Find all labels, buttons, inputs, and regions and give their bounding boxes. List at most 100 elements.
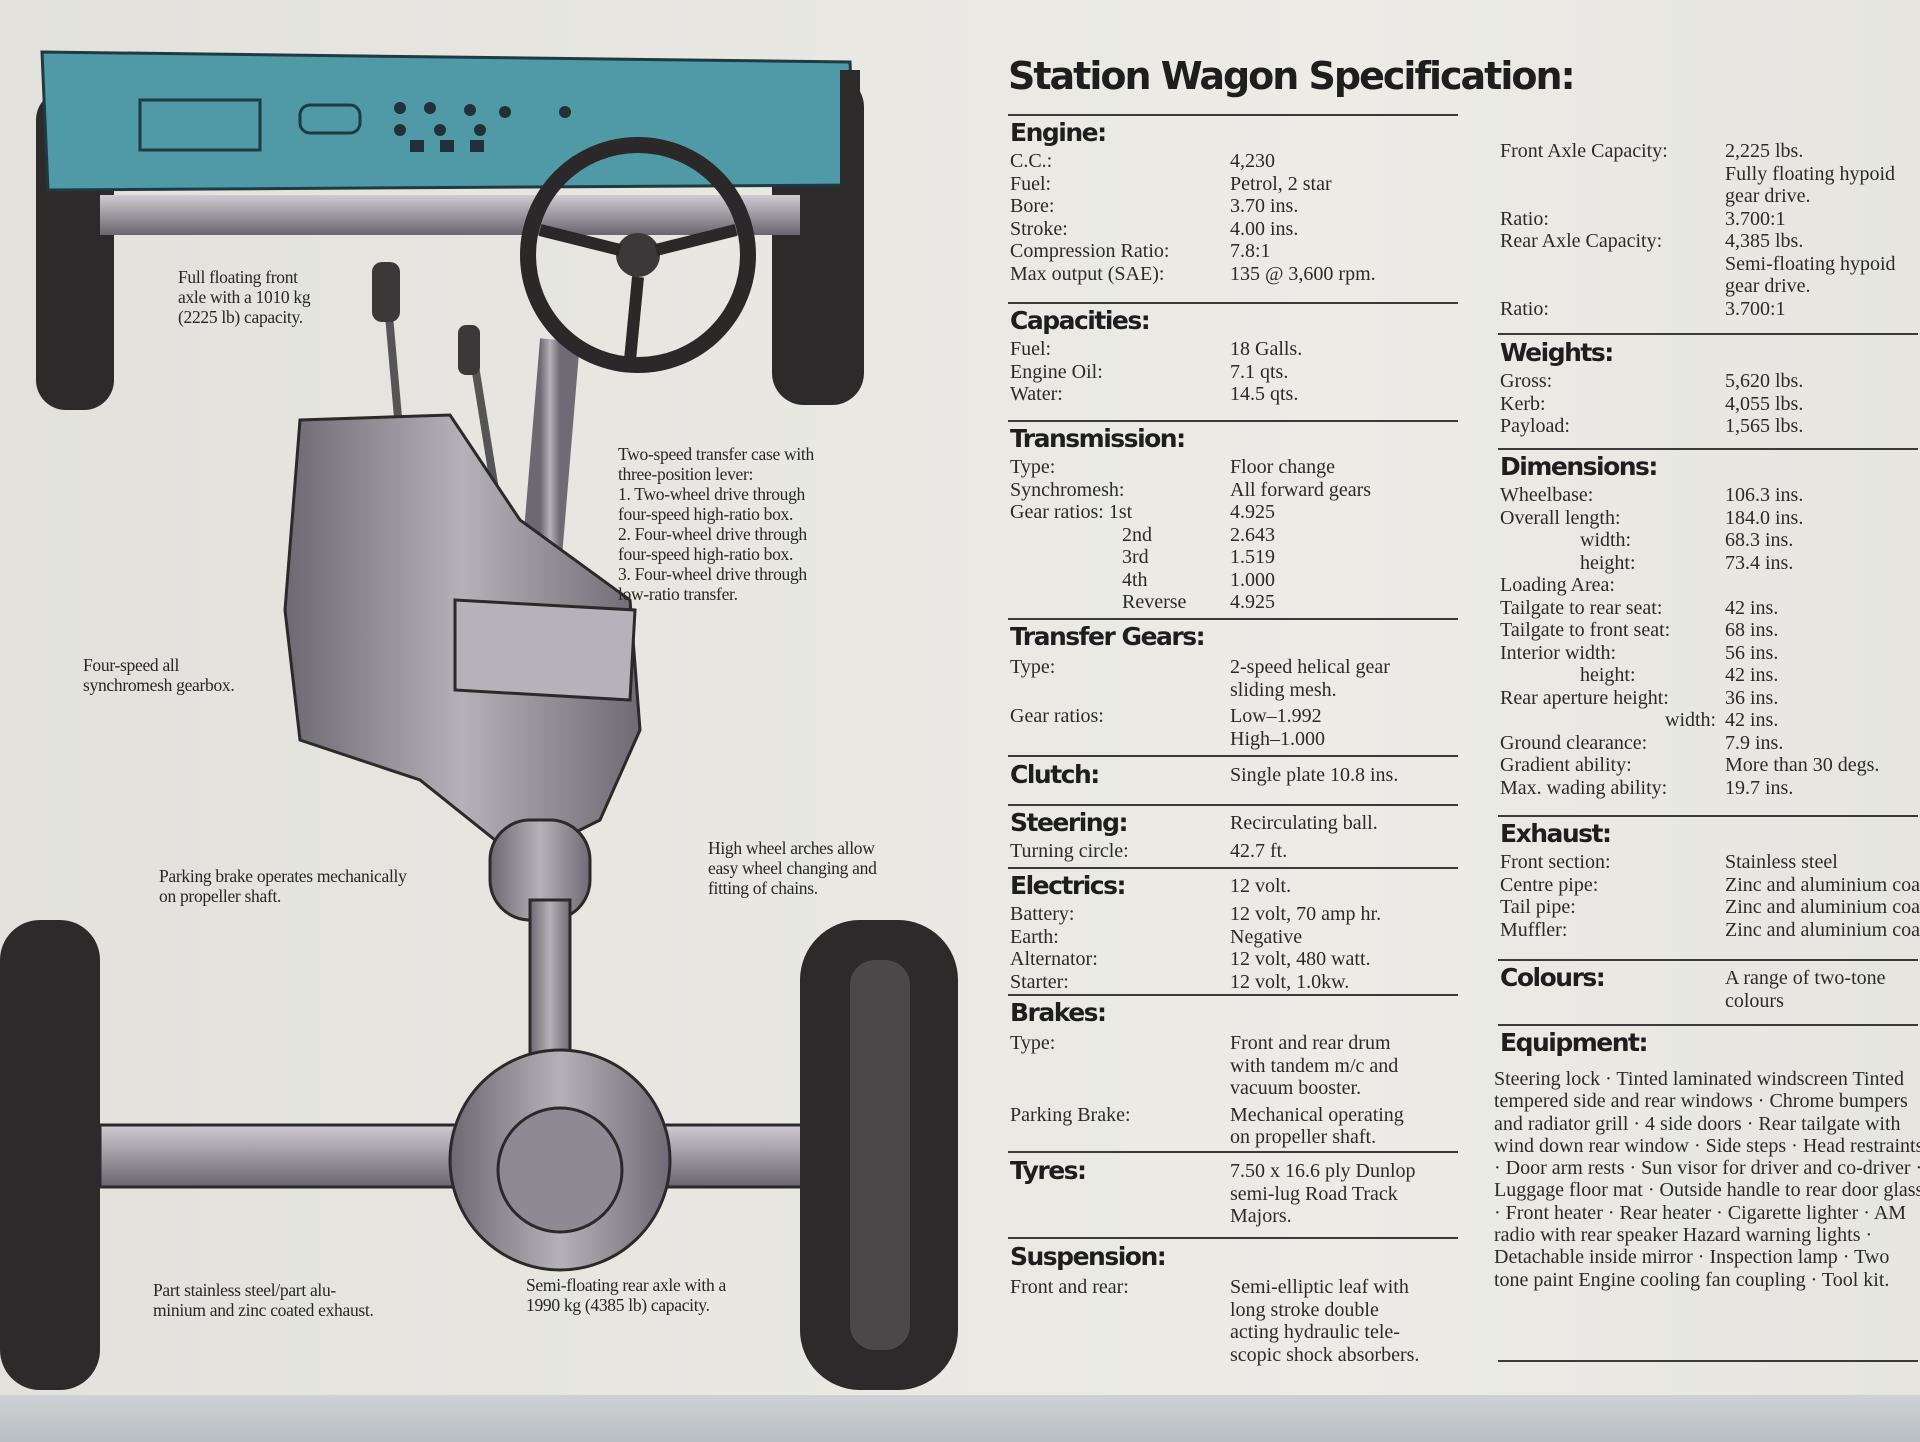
spec-row: Gross:5,620 lbs. [1500, 370, 1920, 393]
spec-value-line: long stroke double [1230, 1298, 1379, 1321]
spec-section: Weights:Gross:5,620 lbs.Kerb:4,055 lbs.P… [1500, 338, 1920, 438]
spec-section: Capacities:Fuel:18 Galls.Engine Oil:7.1 … [1010, 306, 1460, 406]
spec-value: 184.0 ins. [1725, 507, 1803, 530]
caption-line: 1. Two-wheel drive through [618, 484, 805, 504]
steering-wheel [520, 137, 756, 373]
spec-label-text: 3rd [1122, 546, 1149, 568]
spec-section: Front Axle Capacity: 2,225 lbs.Fully floa… [1500, 140, 1920, 320]
spec-label-text: Ratio: [1500, 297, 1549, 320]
spec-label: Centre pipe: [1500, 874, 1920, 897]
spec-value: 68.3 ins. [1725, 529, 1793, 552]
spec-label: Engine Oil: [1010, 361, 1460, 384]
caption-line: synchromesh gearbox. [83, 675, 235, 695]
spec-value-line: All forward gears [1230, 478, 1372, 501]
spec-label: Type: [1010, 1032, 1460, 1055]
caption-line: fitting of chains. [708, 878, 818, 898]
spec-value-line: 3.700:1 [1725, 297, 1786, 320]
spec-label-text: Front section: [1500, 851, 1611, 873]
spec-value-line: 68.3 ins. [1725, 529, 1794, 551]
spec-label-text: Type: [1010, 1032, 1056, 1054]
section-divider [1008, 1151, 1458, 1153]
transfer-case [453, 598, 637, 702]
section-value-line: colours [1725, 989, 1784, 1012]
spec-value-line: 3.700:1 [1725, 207, 1786, 230]
section-divider [1498, 1024, 1918, 1026]
spec-value-line: Fully floating hypoid [1725, 162, 1895, 185]
spec-value-line: 73.4 ins. [1725, 551, 1794, 574]
spec-label: Ratio: [1500, 298, 1920, 321]
front-axle [100, 195, 800, 235]
spec-value: More than 30 degs. [1725, 754, 1879, 777]
spec-label: height: [1500, 664, 1920, 687]
spec-value: 68 ins. [1725, 619, 1778, 642]
spec-label: Gradient ability: [1500, 754, 1920, 777]
spec-row: Interior width:56 ins. [1500, 642, 1920, 665]
spec-label: 4th [1010, 569, 1460, 592]
spec-value: 1.000 [1230, 569, 1275, 592]
spec-value: 4,055 lbs. [1725, 393, 1803, 416]
spec-label: Front and rear: [1010, 1276, 1460, 1299]
spec-label: Payload: [1500, 415, 1920, 438]
spec-label-text: Front Axle Capacity: [1500, 140, 1668, 162]
spec-label: Tailgate to rear seat: [1500, 597, 1920, 620]
spec-section: Suspension:Front and rear:Semi-elliptic … [1010, 1242, 1460, 1366]
spec-label-text: Stroke: [1010, 217, 1068, 240]
equipment-list: Steering lock · Tinted laminated windscr… [1494, 1068, 1920, 1291]
spec-row: Tailgate to front seat:68 ins. [1500, 619, 1920, 642]
section-divider [1008, 1237, 1458, 1239]
spec-label-text: Centre pipe: [1500, 873, 1599, 896]
spec-row: Loading Area: [1500, 574, 1920, 597]
spec-label: Rear Axle Capacity: [1500, 230, 1920, 253]
spec-label-text: Rear aperture height: [1500, 686, 1669, 709]
spec-label: Turning circle: [1010, 840, 1460, 863]
caption-line: on propeller shaft. [159, 886, 282, 906]
section-header: Equipment: [1500, 1028, 1920, 1058]
section-heading: Tyres: [1010, 1156, 1087, 1185]
rear-right-wheel [800, 920, 958, 1390]
spec-label: Muffler: [1500, 919, 1920, 942]
section-divider [1498, 815, 1918, 817]
caption-line: minium and zinc coated exhaust. [153, 1300, 374, 1320]
section-value: Recirculating ball. [1230, 812, 1378, 834]
spec-label: width: [1500, 529, 1920, 552]
section-heading: Colours: [1500, 963, 1606, 992]
spec-label-text: Reverse [1122, 591, 1187, 613]
spec-row: Front Axle Capacity: 2,225 lbs.Fully floa… [1500, 140, 1920, 208]
spec-value-line: 2.643 [1230, 523, 1275, 546]
spec-value-line: with tandem m/c and [1230, 1054, 1399, 1077]
spec-row: Wheelbase:106.3 ins. [1500, 484, 1920, 507]
spec-value: 7.9 ins. [1725, 732, 1783, 755]
spec-value: 42.7 ft. [1230, 840, 1287, 863]
spec-label: Parking Brake: [1010, 1104, 1460, 1127]
section-heading: Engine: [1010, 118, 1107, 147]
caption-line: easy wheel changing and [708, 858, 877, 878]
spec-row: Muffler:Zinc and aluminium coa [1500, 919, 1920, 942]
spec-value: Zinc and aluminium coa [1725, 896, 1920, 919]
section-divider [1008, 420, 1458, 422]
spec-value-line: Mechanical operating [1230, 1103, 1404, 1126]
spec-label: 3rd [1010, 546, 1460, 569]
spec-label-text: Tailgate to rear seat: [1500, 596, 1663, 619]
spec-label-text: Interior width: [1500, 641, 1617, 664]
spec-row: Bore:3.70 ins. [1010, 195, 1460, 218]
caption-line: 2. Four-wheel drive through [618, 524, 807, 544]
section-header: Transfer Gears: [1010, 622, 1460, 652]
spec-row: Ground clearance:7.9 ins. [1500, 732, 1920, 755]
spec-label-text: height: [1580, 664, 1636, 686]
spec-label-text: Max. wading ability: [1500, 776, 1668, 799]
spec-label-text: Type: [1010, 456, 1056, 478]
rear-left-wheel [0, 920, 100, 1390]
spec-value-line: 7.1 qts. [1230, 360, 1289, 383]
spec-value-line: 19.7 ins. [1725, 776, 1794, 799]
spec-row: Tail pipe:Zinc and aluminium coa [1500, 896, 1920, 919]
caption-line: (2225 lb) capacity. [178, 307, 303, 327]
spec-value: 12 volt, 480 watt. [1230, 948, 1371, 971]
spec-label: Starter: [1010, 971, 1460, 994]
